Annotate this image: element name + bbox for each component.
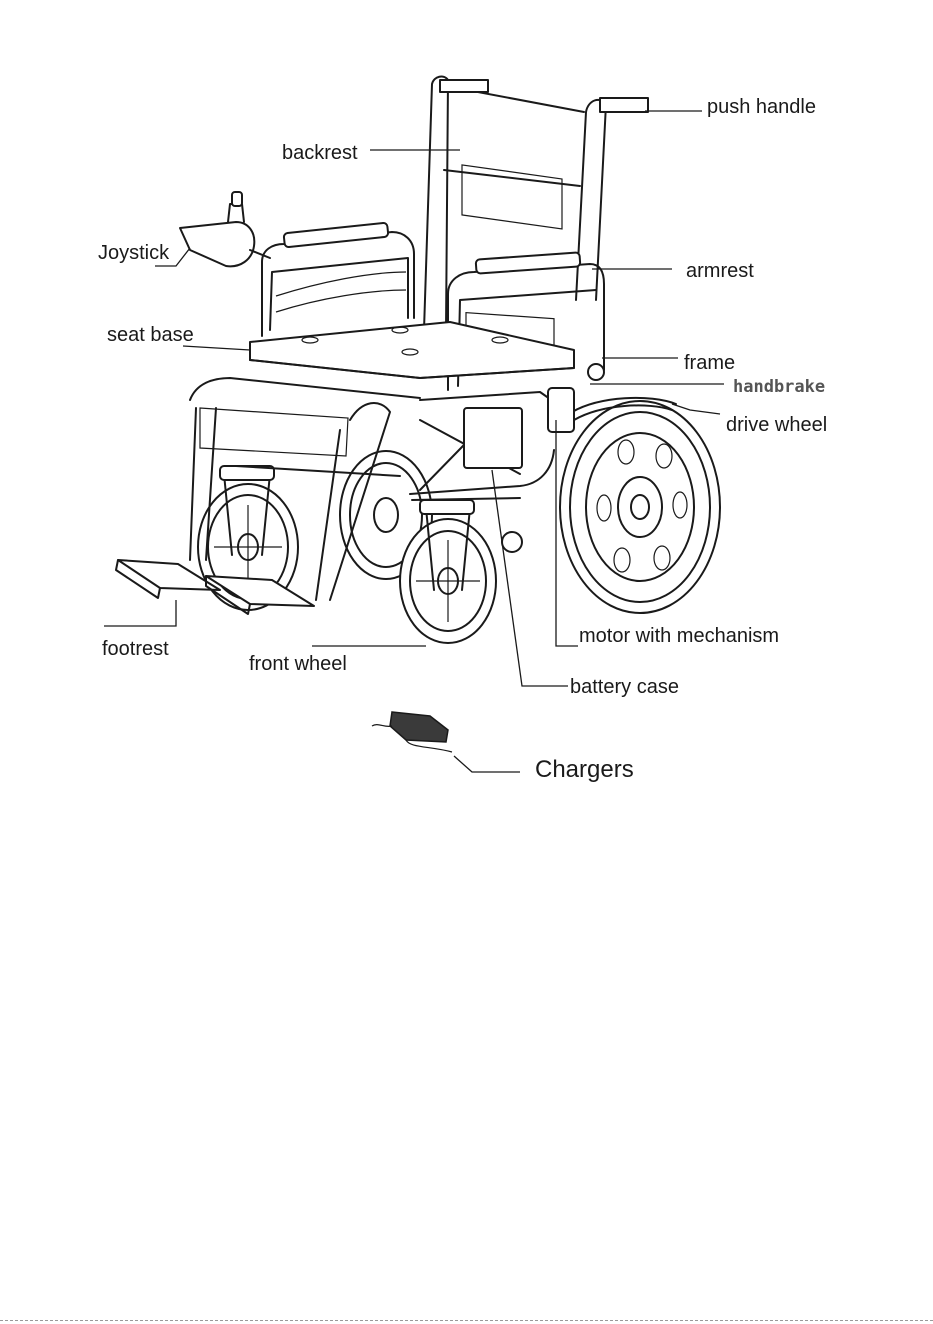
page-bottom-rule [0, 1320, 933, 1321]
joystick-drawing [180, 192, 270, 266]
left-armrest-drawing [262, 223, 414, 336]
label-seat-base: seat base [107, 324, 194, 346]
label-push-handle: push handle [707, 96, 816, 118]
label-footrest: footrest [102, 638, 169, 660]
label-drive-wheel: drive wheel [726, 414, 827, 436]
label-front-wheel: front wheel [249, 653, 347, 675]
wheelchair-illustration [116, 77, 720, 752]
label-backrest: backrest [282, 142, 358, 164]
label-battery-case: battery case [570, 676, 679, 698]
label-armrest: armrest [686, 260, 754, 282]
label-frame: frame [684, 352, 735, 374]
charger-drawing [372, 712, 452, 752]
label-handbrake: handbrake [733, 377, 825, 397]
label-joystick: Joystick [98, 242, 170, 264]
drive-wheel-drawing [560, 398, 720, 613]
label-chargers: Chargers [535, 756, 634, 783]
backrest-drawing [424, 77, 648, 330]
seat-base-drawing [250, 322, 574, 378]
label-motor-with-mechanism: motor with mechanism [579, 625, 779, 647]
